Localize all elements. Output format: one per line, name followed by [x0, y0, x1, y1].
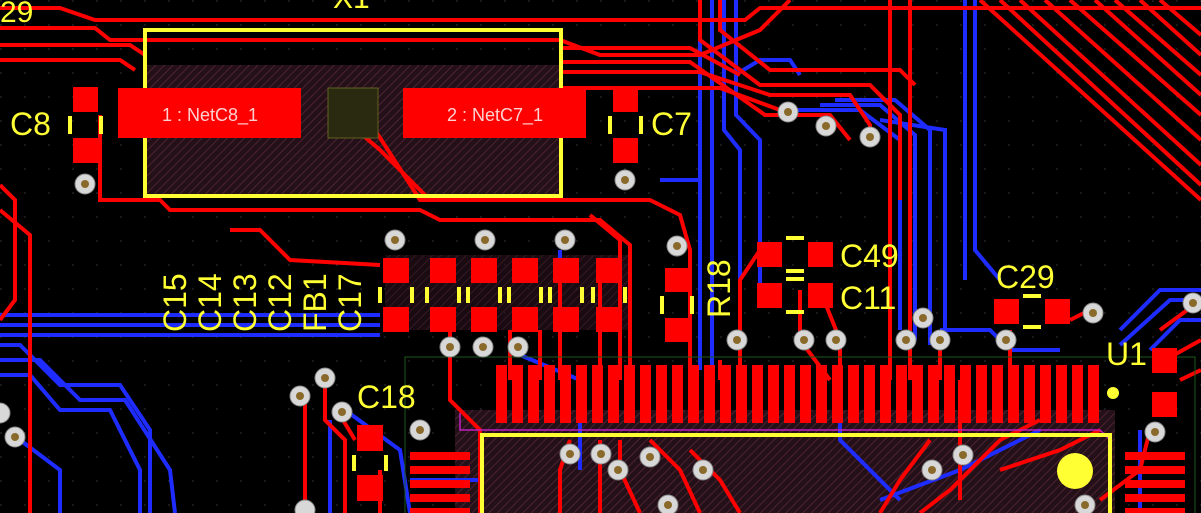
designator-c29: C29 [996, 259, 1055, 295]
component-r18[interactable] [660, 268, 694, 342]
component-c29[interactable] [994, 294, 1070, 329]
component-c49[interactable] [757, 236, 833, 273]
component-c11[interactable] [757, 277, 833, 314]
u1-silkscreen-outline [480, 433, 1112, 513]
cap-array[interactable] [378, 258, 627, 332]
x1-pad-1-label: 1 : NetC8_1 [162, 105, 258, 126]
u1-courtyard [404, 356, 1196, 513]
u1-pin-column-left[interactable] [410, 452, 470, 513]
u1-body-hatch [455, 410, 1115, 513]
designator-u1: U1 [1106, 336, 1147, 372]
x1-pad-2[interactable] [403, 88, 586, 138]
u1-pin1-marker [1107, 387, 1119, 399]
designator-c49: C49 [840, 238, 899, 274]
designator-c29-partial: 29 [0, 0, 33, 29]
designator-c13: C13 [227, 273, 263, 332]
vias[interactable] [0, 101, 1201, 513]
designator-x1: X1 [333, 0, 370, 15]
component-c8[interactable] [68, 87, 103, 163]
u1-pin-column-right[interactable] [1125, 452, 1185, 513]
x1-pad-1[interactable] [118, 88, 301, 138]
designator-c17: C17 [332, 273, 368, 332]
component-x1[interactable]: 1 : NetC8_1 2 : NetC7_1 [118, 28, 586, 198]
u1-side-pad-a[interactable] [1152, 348, 1177, 373]
designator-c18: C18 [357, 379, 416, 415]
designator-c11: C11 [840, 280, 896, 316]
component-c18[interactable] [352, 425, 388, 501]
u1-side-pad-b[interactable] [1152, 392, 1177, 417]
designator-c15: C15 [157, 273, 193, 332]
designator-c7: C7 [651, 106, 692, 142]
designator-c14: C14 [192, 273, 228, 332]
silkscreen-designators: 29 X1 C8 C7 C15 C14 C13 C12 FB1 C17 R18 … [0, 0, 1147, 415]
x1-center-pad [327, 87, 379, 139]
designator-c12: C12 [262, 273, 298, 332]
designator-r18: R18 [701, 259, 737, 318]
designator-fb1: FB1 [297, 273, 333, 332]
component-c7[interactable] [608, 87, 643, 163]
x1-pad-2-label: 2 : NetC7_1 [447, 105, 543, 126]
u1-pin-row-top[interactable] [496, 365, 1099, 423]
designator-c8: C8 [10, 106, 51, 142]
u1-pin1-dot [1057, 453, 1093, 489]
